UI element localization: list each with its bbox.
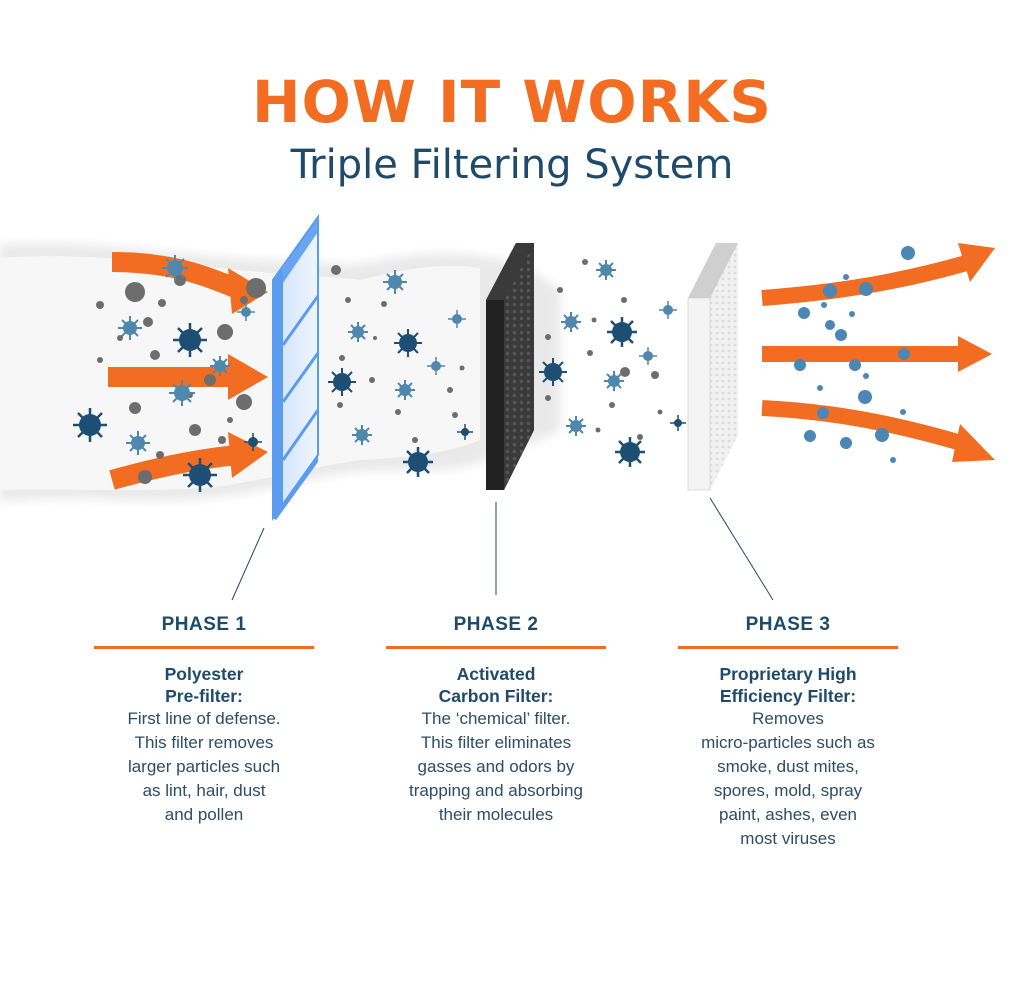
phase-1-name-line1: Polyester — [164, 664, 244, 684]
virus-icon — [448, 310, 466, 328]
callout-lines — [231, 497, 774, 601]
virus-icon — [394, 329, 422, 357]
phase-2-desc-line: gasses and odors by — [417, 757, 575, 776]
virus-icon — [427, 357, 445, 375]
phase-1-desc-line: This filter removes — [134, 733, 274, 752]
virus-icon — [539, 358, 567, 386]
phase-1-heading: PHASE 1 — [161, 614, 247, 635]
carbon-filter-panel — [486, 243, 534, 490]
phase-2-name-line1: Activated — [456, 664, 536, 684]
virus-icon — [244, 433, 262, 451]
virus-icon — [126, 431, 150, 455]
virus-cluster-inlet — [73, 255, 262, 492]
virus-icon — [328, 368, 356, 396]
phase-3-name-line2: Efficiency Filter: — [719, 686, 857, 706]
phase-2-desc-line: their molecules — [438, 805, 554, 824]
virus-icon — [615, 437, 645, 467]
hepa-filter-panel — [687, 243, 738, 491]
phase-2-desc-line: The ‘chemical’ filter. — [421, 709, 571, 728]
phase-1-name-line2: Pre-filter: — [165, 686, 243, 706]
phase-1-desc-line: as lint, hair, dust — [142, 781, 266, 800]
phase-3-block: PHASE 3 Proprietary High Efficiency Filt… — [678, 612, 898, 851]
virus-icon — [604, 371, 624, 391]
phase-2-name-line2: Carbon Filter: — [438, 686, 554, 706]
virus-icon — [183, 458, 217, 492]
phase-1-desc-line: and pollen — [164, 805, 244, 824]
phase-3-desc-line: spores, mold, spray — [713, 781, 863, 800]
clean-air-particles — [794, 246, 915, 463]
prefilter-panel — [272, 213, 320, 522]
virus-icon — [210, 356, 230, 376]
phase-3-name-line1: Proprietary High — [719, 664, 857, 684]
virus-icon — [169, 380, 195, 406]
phase-1-block: PHASE 1 Polyester Pre-filter: First line… — [94, 612, 314, 827]
phase-2-block: PHASE 2 Activated Carbon Filter: The ‘ch… — [386, 612, 606, 827]
virus-icon — [173, 323, 207, 357]
virus-icon — [561, 312, 581, 332]
page-title: HOW IT WORKS — [251, 68, 772, 136]
phase-3-desc-line: smoke, dust mites, — [717, 757, 859, 776]
phase-1-desc-line: First line of defense. — [127, 709, 281, 728]
phase-1-divider — [94, 646, 314, 649]
phase-2-divider — [386, 646, 606, 649]
virus-icon — [659, 301, 677, 319]
phase-2-heading: PHASE 2 — [453, 614, 539, 635]
virus-icon — [162, 255, 188, 281]
virus-icon — [457, 424, 473, 440]
virus-icon — [596, 260, 616, 280]
mid-particles-1 — [331, 265, 465, 443]
virus-icon — [566, 416, 586, 436]
phase-3-desc-line: Removes — [752, 709, 824, 728]
virus-icon — [118, 316, 142, 340]
phase-2-desc-line: trapping and absorbing — [409, 781, 583, 800]
phase-3-desc-line: most viruses — [740, 829, 836, 848]
phase-3-divider — [678, 646, 898, 649]
virus-icon — [348, 322, 368, 342]
virus-icon — [607, 317, 637, 347]
virus-cluster-mid2 — [539, 260, 686, 467]
phase-3-heading: PHASE 3 — [745, 614, 831, 635]
filter-illustration — [0, 213, 995, 601]
mid-particles-2 — [545, 259, 663, 440]
virus-icon — [395, 380, 415, 400]
phase-2-desc-line: This filter eliminates — [420, 733, 572, 752]
page-subtitle: Triple Filtering System — [290, 142, 734, 188]
phase-1-desc-line: larger particles such — [127, 757, 281, 776]
virus-icon — [352, 425, 372, 445]
virus-cluster-mid1 — [328, 270, 473, 477]
phase-3-desc-line: paint, ashes, even — [719, 805, 857, 824]
virus-icon — [383, 270, 407, 294]
virus-icon — [403, 447, 433, 477]
virus-icon — [670, 415, 686, 431]
phase-3-desc-line: micro-particles such as — [701, 733, 875, 752]
virus-icon — [237, 303, 255, 321]
virus-icon — [639, 347, 657, 365]
virus-icon — [73, 408, 107, 442]
